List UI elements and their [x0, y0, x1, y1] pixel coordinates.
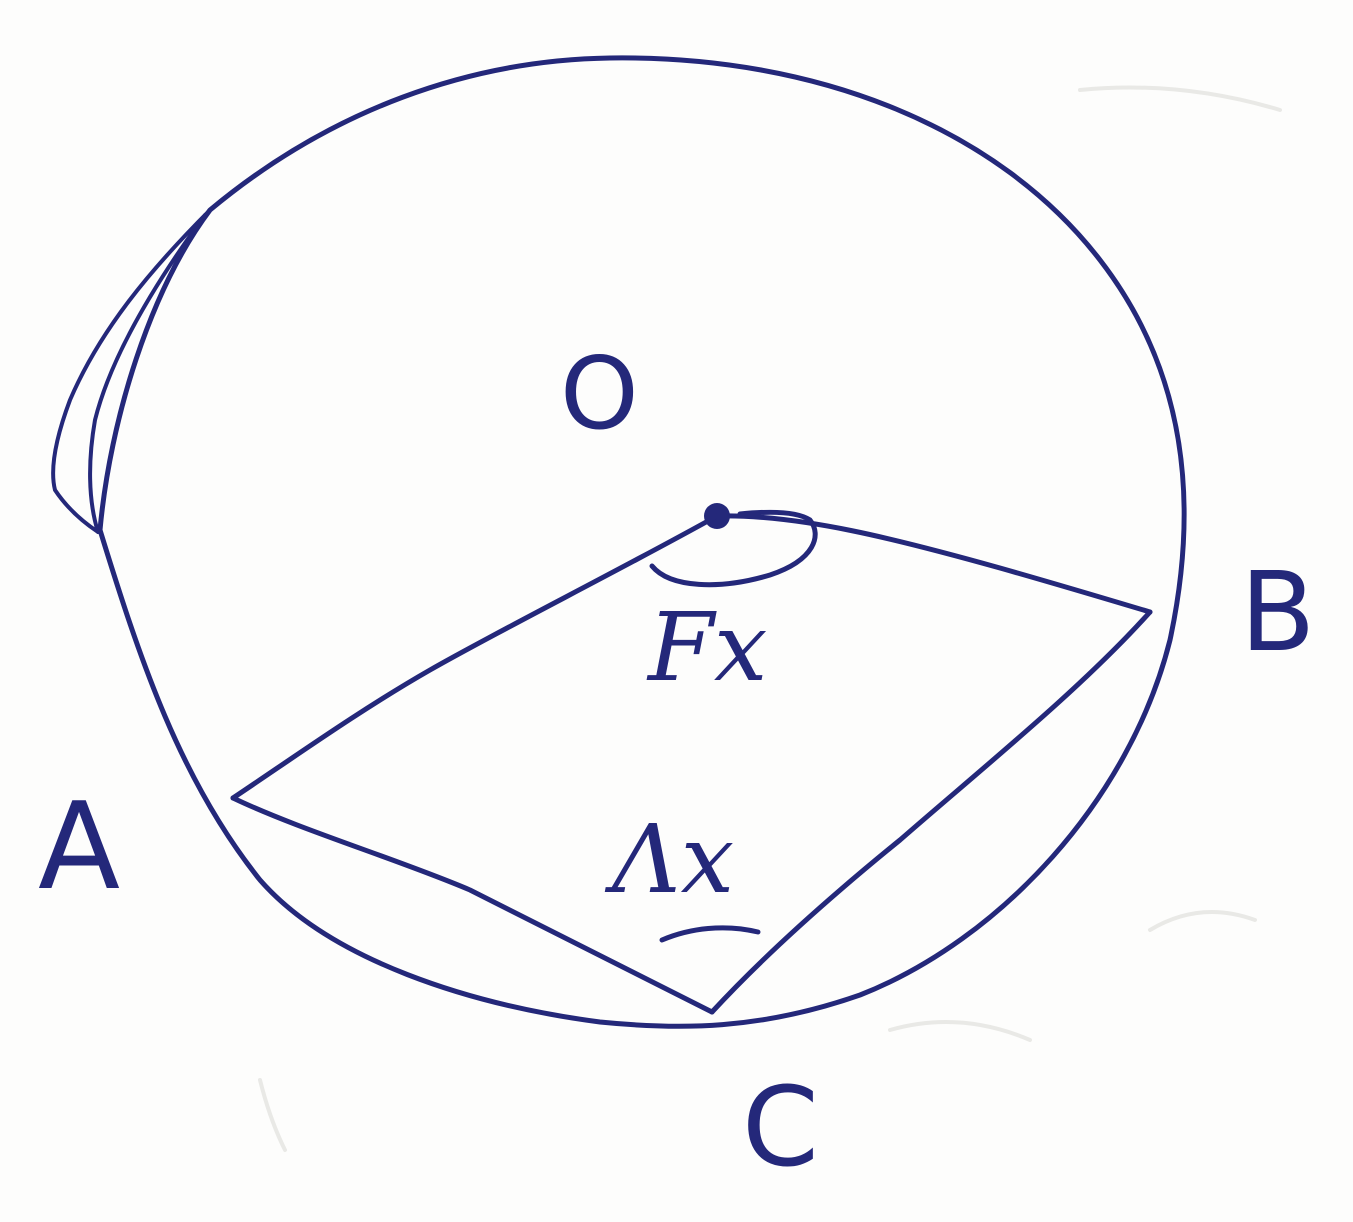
paper-texture — [258, 85, 1282, 1152]
arc-scribble-inner — [88, 213, 207, 534]
label-point-A: A — [38, 778, 120, 917]
radius-OA — [230, 513, 720, 801]
arc-scribble — [51, 208, 212, 534]
label-inscribed-angle: Λx — [604, 805, 734, 915]
circle-outline — [97, 55, 1187, 1029]
label-point-C: C — [742, 1063, 819, 1191]
chord-BC — [709, 609, 1153, 1015]
label-center-angle: Fx — [646, 593, 768, 703]
inscribed-angle-mark — [659, 925, 761, 943]
label-point-B: B — [1240, 548, 1315, 676]
chord-AC — [230, 795, 715, 1015]
center-angle-arc — [649, 509, 818, 588]
radius-OB — [714, 513, 1153, 615]
label-point-O: O — [560, 335, 639, 452]
